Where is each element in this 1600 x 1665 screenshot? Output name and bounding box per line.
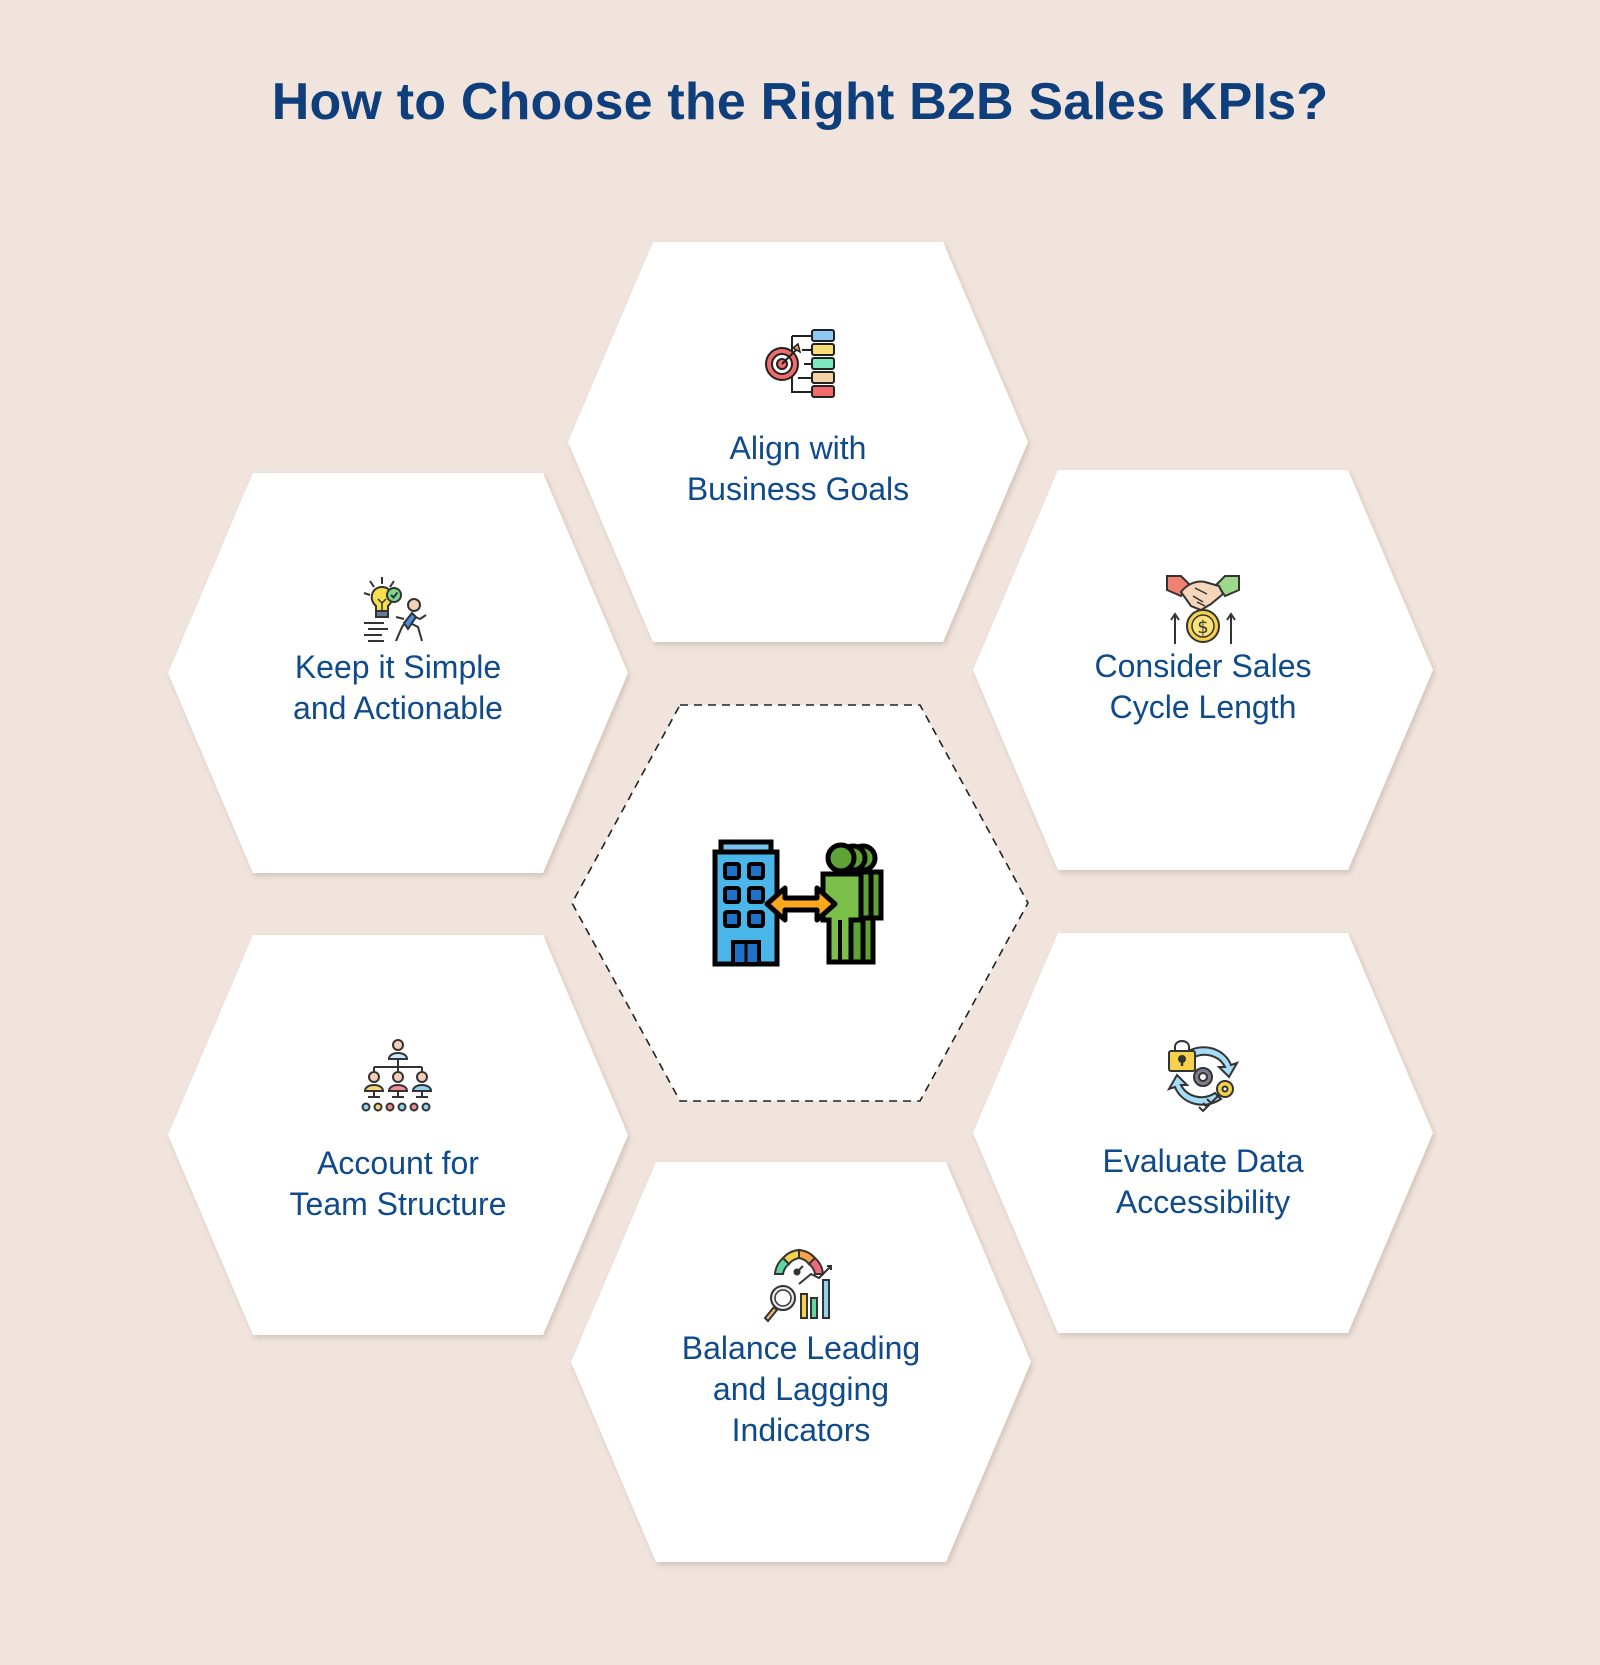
hexagon-shape (973, 933, 1433, 1333)
gauge-chart-magnifier-icon (763, 1248, 832, 1323)
hexagon-balance-leading-lagging: Balance Leading and Lagging Indicators (571, 1162, 1031, 1562)
hexagon-keep-simple-actionable: Keep it Simple and Actionable (168, 473, 628, 873)
handshake-money-icon: $ (1166, 575, 1240, 644)
target-goals-list-icon (765, 329, 835, 398)
hexagon-consider-sales-cycle: $ Consider Sales Cycle Length (973, 470, 1433, 870)
hexagon-shape (973, 470, 1433, 870)
hexagon-evaluate-data-accessibility: Evaluate Data Accessibility (973, 933, 1433, 1333)
hexagon-shape (168, 473, 628, 873)
hexagon-label: Account for Team Structure (289, 1145, 507, 1222)
hexagon-label: Evaluate Data Accessibility (1102, 1143, 1304, 1220)
hexagon-shape (168, 935, 628, 1335)
hexagon-label: Keep it Simple and Actionable (293, 649, 503, 726)
lock-key-sync-icon (1166, 1040, 1240, 1113)
hexagon-account-team-structure: Account for Team Structure (168, 935, 628, 1335)
hexagon-label: Align with Business Goals (686, 430, 910, 507)
center-hexagon (570, 703, 1030, 1103)
hexagon-align-business-goals: Align with Business Goals (568, 242, 1028, 642)
company-customers-exchange-icon (712, 839, 884, 967)
org-chart-team-icon (361, 1039, 433, 1112)
page-title: How to Choose the Right B2B Sales KPIs? (271, 73, 1329, 131)
hexagon-label: Consider Sales Cycle Length (1094, 648, 1312, 725)
hexagon-shape (571, 1162, 1031, 1562)
svg-text:$: $ (1197, 617, 1208, 638)
hexagon-label: Balance Leading and Lagging Indicators (681, 1330, 921, 1448)
idea-runner-icon (363, 577, 427, 642)
hexagon-shape (568, 242, 1028, 642)
